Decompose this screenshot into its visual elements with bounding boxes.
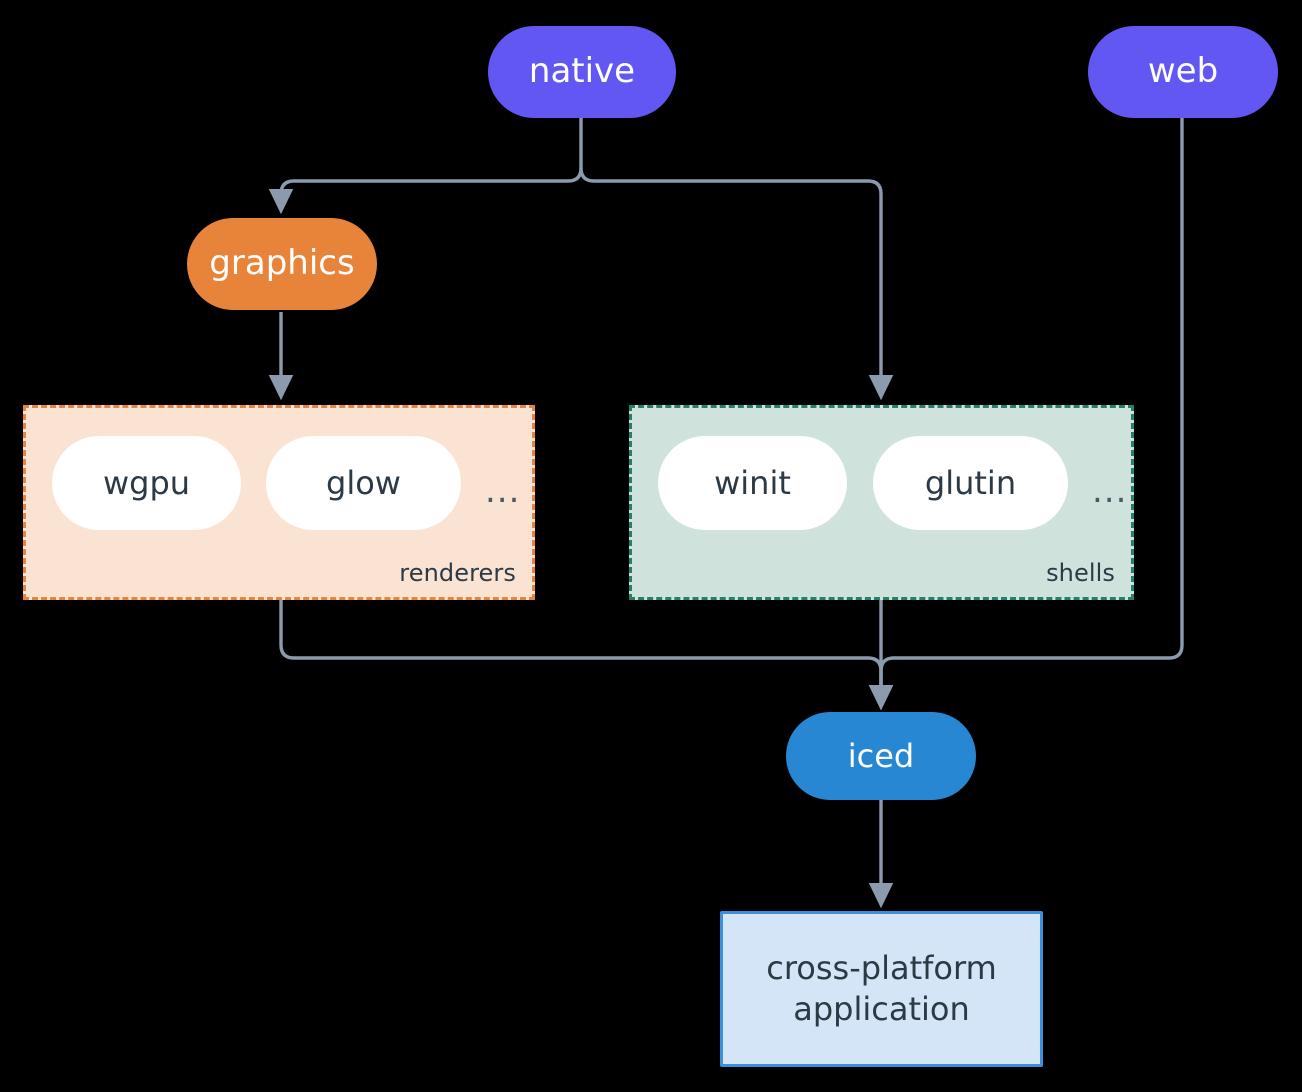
edge-native-to-shells [579,167,894,401]
group-label-renderers: renderers [399,559,516,587]
member-winit[interactable]: winit [658,436,847,530]
node-cross-platform-application[interactable]: cross-platform application [720,911,1043,1067]
member-glutin[interactable]: glutin [873,436,1068,530]
renderers-more-ellipsis: ... [485,471,521,511]
edge-native-bus [268,116,583,215]
member-glow[interactable]: glow [266,436,461,530]
shells-more-ellipsis: ... [1092,471,1128,511]
group-label-shells: shells [1046,559,1115,587]
group-renderers: wgpu glow ... renderers [23,405,535,600]
node-graphics[interactable]: graphics [187,218,377,310]
node-native[interactable]: native [488,26,676,118]
node-web[interactable]: web [1088,26,1278,118]
node-iced[interactable]: iced [786,712,976,800]
member-wgpu[interactable]: wgpu [52,436,241,530]
edge-renderers-to-iced [279,600,894,711]
group-shells: winit glutin ... shells [629,405,1134,600]
